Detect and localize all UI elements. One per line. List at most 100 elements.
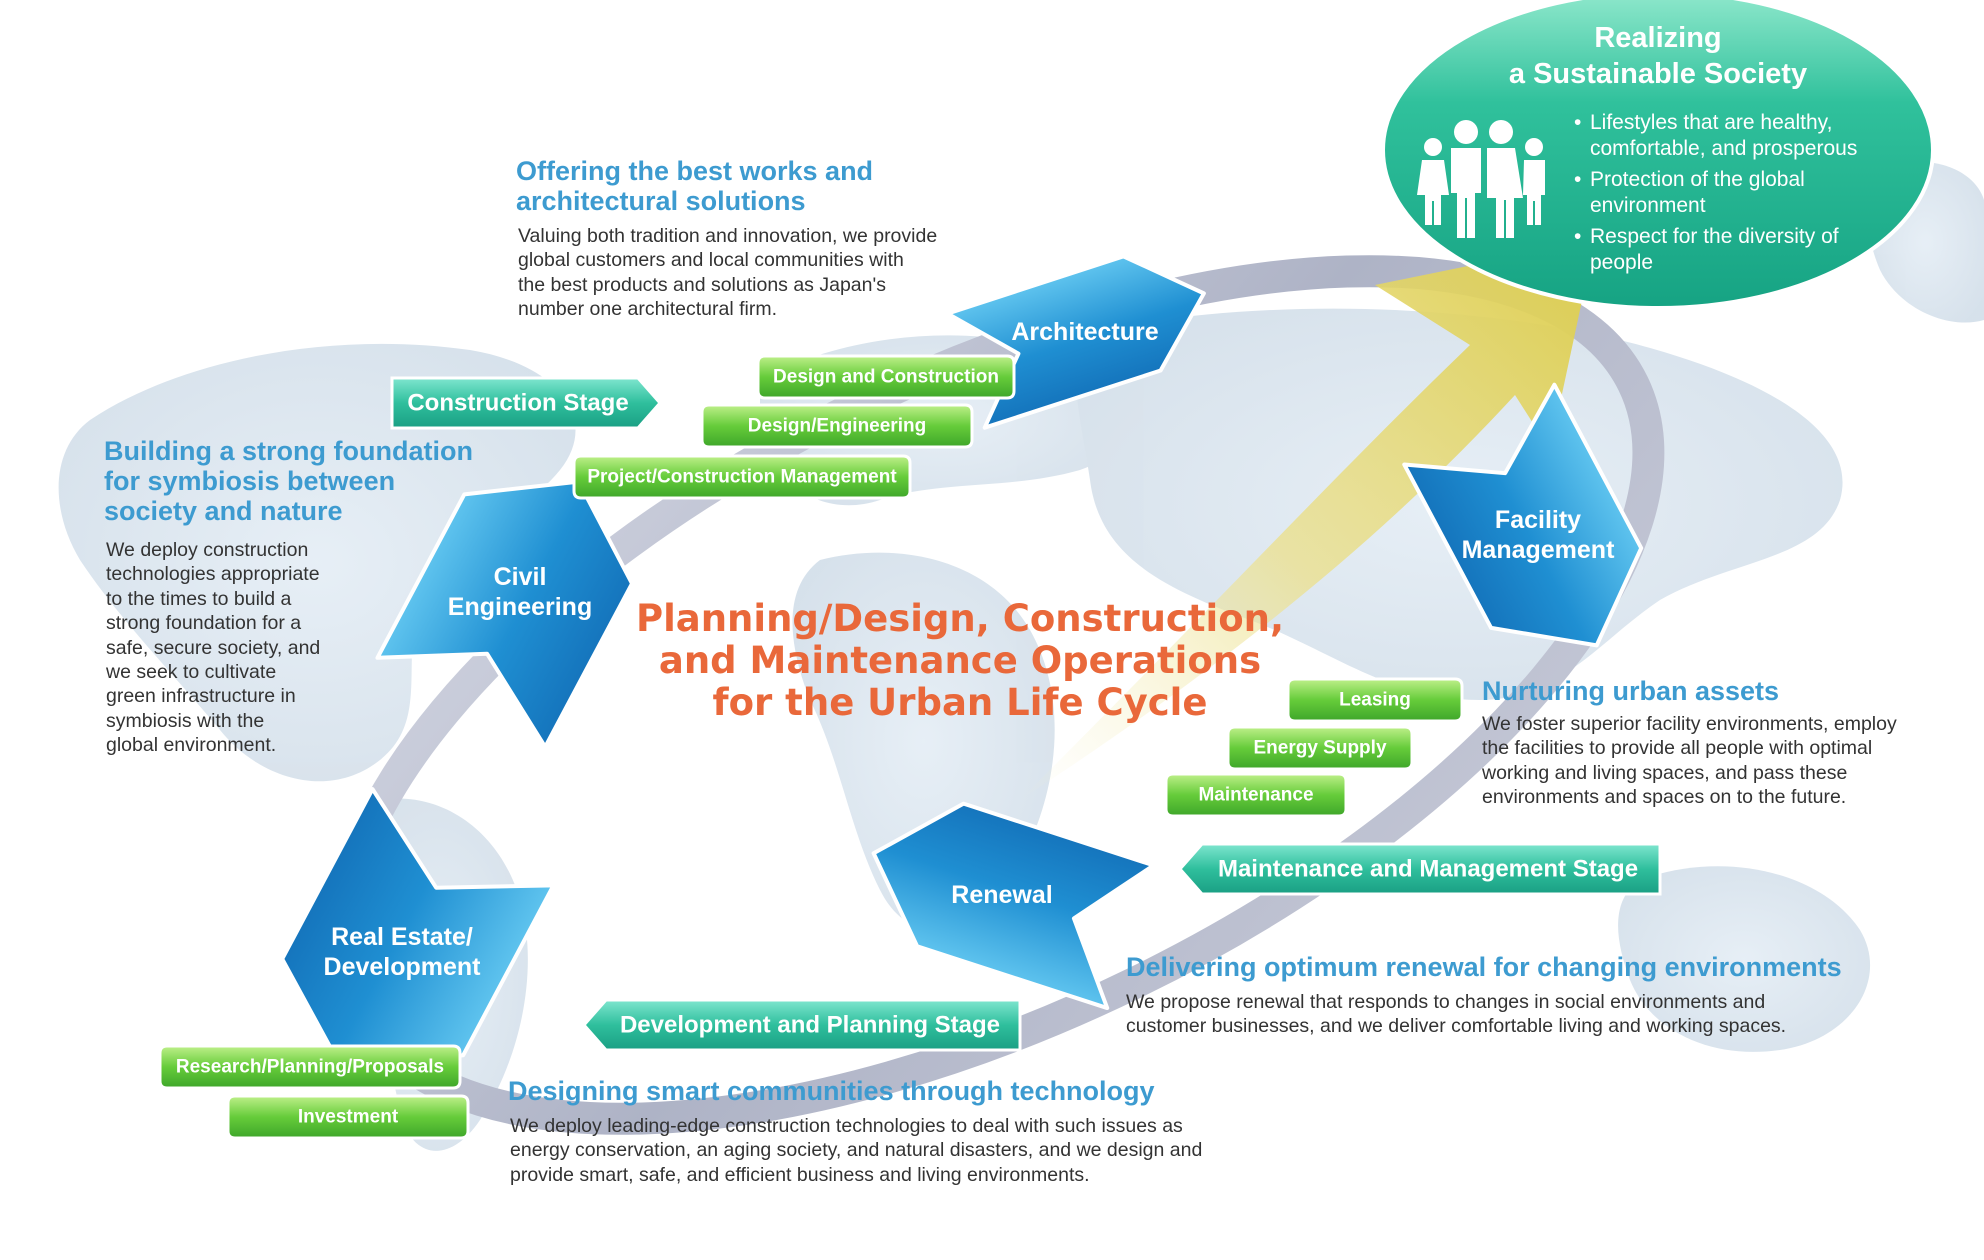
heading-line: architectural solutions xyxy=(516,186,806,217)
pill-shape xyxy=(700,403,974,449)
heading-line: Nurturing urban assets xyxy=(1482,676,1780,706)
pill-label: Project/Construction Management xyxy=(587,467,897,488)
body-line: energy conservation, an aging society, a… xyxy=(510,1139,1203,1162)
renewal-section-body: We propose renewal that responds to chan… xyxy=(1126,990,1786,1039)
body-line: strong foundation for a xyxy=(106,612,302,635)
heading-line: Delivering optimum renewal for changing … xyxy=(1126,952,1842,982)
renewal-arrow: Renewal xyxy=(871,801,1156,1011)
pill-label: Maintenance xyxy=(1198,785,1313,806)
pill-shape xyxy=(1226,725,1414,771)
smart-section-body: We deploy leading-edge construction tech… xyxy=(510,1114,1202,1187)
arrow-label: Facility xyxy=(1495,506,1581,534)
arrow-label: Architecture xyxy=(1011,318,1158,346)
arrow-label: Management xyxy=(1462,536,1615,564)
body-line: technologies appropriate xyxy=(106,563,320,586)
body-line: the best products and solutions as Japan… xyxy=(518,273,886,296)
heading-line: Designing smart communities through tech… xyxy=(508,1076,1155,1106)
body-line: global customers and local communities w… xyxy=(518,249,904,272)
civil-section-heading: Building a strong foundation for symbios… xyxy=(104,436,473,527)
body-line: We deploy construction xyxy=(106,539,309,561)
arrow-shape xyxy=(871,801,1156,1011)
goal-title-line: Realizing xyxy=(1594,22,1722,54)
activity-maintenance: Maintenance xyxy=(1164,772,1348,818)
construction-stage-arrow: Construction Stage xyxy=(390,376,662,430)
pill-shape xyxy=(572,454,912,500)
body-line: we seek to cultivate xyxy=(106,660,277,683)
body-line: green infrastructure in xyxy=(106,685,296,708)
pill-shape xyxy=(1178,842,1662,896)
pill-label: Investment xyxy=(298,1107,399,1128)
body-line: working and living spaces, and pass thes… xyxy=(1482,761,1848,784)
arrow-label: Real Estate/ xyxy=(331,923,473,951)
pill-label: Energy Supply xyxy=(1253,738,1386,759)
arrow-label: Renewal xyxy=(951,881,1052,909)
renewal-section-heading: Delivering optimum renewal for changing … xyxy=(1126,952,1842,982)
pill-label: Research/Planning/Proposals xyxy=(176,1057,444,1078)
arrow-label: Civil xyxy=(494,563,547,591)
smart-section-heading: Designing smart communities through tech… xyxy=(508,1076,1155,1106)
body-line: We foster superior facility environments… xyxy=(1482,713,1897,735)
activity-energy-supply: Energy Supply xyxy=(1226,725,1414,771)
architecture-section-heading: Offering the best works and architectura… xyxy=(516,156,873,216)
goal-bullet: Protection of the global environment xyxy=(1574,167,1894,219)
pill-shape xyxy=(226,1094,470,1140)
body-line: the facilities to provide all people wit… xyxy=(1482,737,1873,760)
body-line: to the times to build a xyxy=(106,587,292,610)
goal-title-line: a Sustainable Society xyxy=(1508,58,1808,91)
body-line: We deploy leading-edge construction tech… xyxy=(510,1115,1183,1137)
heading-line: society and nature xyxy=(104,496,343,527)
goal-title: Realizing a Sustainable Society xyxy=(1458,20,1858,93)
pill-label: Development and Planning Stage xyxy=(620,1012,1000,1039)
arrow-shape xyxy=(280,787,556,1069)
real-estate-arrow: Real Estate/Development xyxy=(280,787,556,1069)
sustainability-arrow xyxy=(1020,240,1595,800)
body-line: customer businesses, and we deliver comf… xyxy=(1126,1015,1787,1038)
civil-section-body: We deploy construction technologies appr… xyxy=(106,538,320,757)
body-line: provide smart, safe, and efficient busin… xyxy=(510,1163,1090,1186)
activity-research: Research/Planning/Proposals xyxy=(158,1044,462,1090)
pill-label: Maintenance and Management Stage xyxy=(1218,856,1638,883)
body-line: symbiosis with the xyxy=(106,709,265,732)
center-title-line: and Maintenance Operations xyxy=(658,639,1262,683)
body-line: Valuing both tradition and innovation, w… xyxy=(518,225,938,247)
heading-line: for symbiosis between xyxy=(104,466,396,497)
maintenance-stage-arrow: Maintenance and Management Stage xyxy=(1178,842,1662,896)
body-line: environments and spaces on to the future… xyxy=(1482,786,1847,809)
pill-label: Design/Engineering xyxy=(748,416,926,437)
arrow-shape xyxy=(1402,382,1644,648)
heading-line: Offering the best works and xyxy=(516,156,874,186)
pill-shape xyxy=(158,1044,462,1090)
activity-leasing: Leasing xyxy=(1286,677,1464,723)
pill-label: Leasing xyxy=(1339,690,1411,711)
body-line: global environment. xyxy=(106,734,277,756)
family-icon xyxy=(1417,120,1545,238)
development-stage-arrow: Development and Planning Stage xyxy=(582,998,1022,1052)
facility-section-body: We foster superior facility environments… xyxy=(1482,712,1897,810)
center-title: Planning/Design, Construction, and Maint… xyxy=(600,597,1320,725)
pill-shape xyxy=(390,376,662,430)
goal-bullet: Respect for the diversity of people xyxy=(1574,224,1894,276)
heading-line: Building a strong foundation xyxy=(104,436,473,466)
center-title-line: Planning/Design, Construction, xyxy=(635,597,1285,640)
activity-investment: Investment xyxy=(226,1094,470,1140)
goal-bullet: Lifestyles that are healthy, comfortable… xyxy=(1574,110,1894,162)
architecture-section-body: Valuing both tradition and innovation, w… xyxy=(518,224,937,322)
goal-bullet-list: Lifestyles that are healthy, comfortable… xyxy=(1574,110,1894,281)
facility-section-heading: Nurturing urban assets xyxy=(1482,676,1779,706)
arrow-shape xyxy=(375,479,635,749)
pill-label: Construction Stage xyxy=(407,390,628,417)
pill-shape xyxy=(756,354,1016,400)
activity-project-management: Project/Construction Management xyxy=(572,454,912,500)
activity-design-engineering: Design/Engineering xyxy=(700,403,974,449)
body-line: We propose renewal that responds to chan… xyxy=(1126,991,1766,1013)
body-line: safe, secure society, and xyxy=(106,636,321,659)
activity-design-construction: Design and Construction xyxy=(756,354,1016,400)
pill-shape xyxy=(1286,677,1464,723)
body-line: number one architectural firm. xyxy=(518,298,778,321)
center-title-line: for the Urban Life Cycle xyxy=(712,681,1208,725)
pill-shape xyxy=(582,998,1022,1052)
pill-label: Design and Construction xyxy=(773,367,999,388)
